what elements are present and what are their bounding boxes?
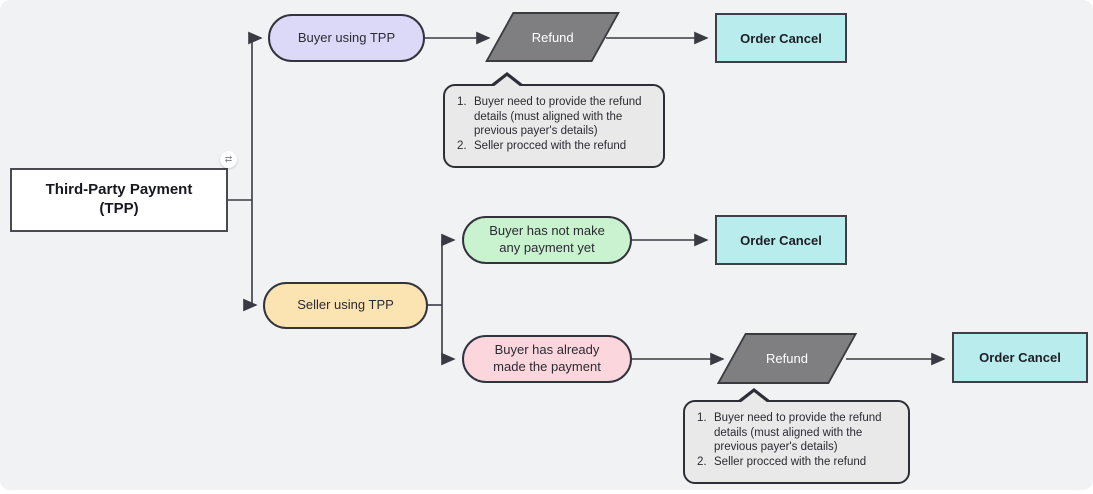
node-third-party-payment[interactable]: Third-Party Payment (TPP) (10, 168, 228, 232)
note-refund-steps-bottom[interactable]: 1. Buyer need to provide the refund deta… (683, 388, 910, 484)
link-arrows-icon[interactable]: ⇄ (220, 151, 237, 168)
note-item-text: Buyer need to provide the refund details… (474, 96, 642, 138)
node-buyer-already-paid[interactable]: Buyer has already made the payment (462, 335, 632, 383)
node-seller-using-tpp[interactable]: Seller using TPP (263, 282, 428, 329)
badge-glyph: ⇄ (224, 154, 233, 164)
note-item-number: 2. (697, 456, 707, 469)
node-order-cancel-top[interactable]: Order Cancel (715, 13, 847, 63)
node-label: Order Cancel (740, 232, 822, 248)
node-order-cancel-mid[interactable]: Order Cancel (715, 215, 847, 265)
node-buyer-no-payment[interactable]: Buyer has not make any payment yet (462, 216, 632, 264)
note-tail-fill (493, 76, 521, 87)
node-label: Buyer has already made the payment (493, 342, 601, 374)
note-tail-fill (740, 392, 768, 403)
node-label: Buyer using TPP (297, 29, 396, 45)
note-refund-steps-top[interactable]: 1. Buyer need to provide the refund deta… (443, 72, 665, 168)
note-item-text: Seller procced with the refund (714, 456, 867, 469)
note-item-text: Buyer need to provide the refund details… (714, 412, 882, 454)
node-label: Order Cancel (979, 350, 1061, 365)
node-label: Buyer has not make any payment yet (489, 223, 605, 255)
node-label: Third-Party Payment (TPP) (45, 181, 193, 217)
node-label: Refund (531, 29, 574, 45)
node-label: Order Cancel (740, 30, 822, 46)
node-order-cancel-bottom[interactable]: Order Cancel (952, 332, 1088, 383)
node-label: Seller using TPP (297, 297, 394, 313)
note-item-number: 1. (457, 96, 467, 108)
note-item-number: 1. (697, 412, 707, 424)
node-buyer-using-tpp[interactable]: Buyer using TPP (268, 14, 425, 62)
note-item-number: 2. (457, 140, 467, 153)
note-item: 1. Buyer need to provide the refund deta… (697, 411, 898, 455)
note-item: 1. Buyer need to provide the refund deta… (457, 95, 653, 139)
note-item: 2. Seller procced with the refund (697, 455, 898, 470)
note-item-text: Seller procced with the refund (474, 140, 627, 153)
note-item: 2. Seller procced with the refund (457, 139, 653, 154)
node-label: Refund (766, 351, 808, 366)
